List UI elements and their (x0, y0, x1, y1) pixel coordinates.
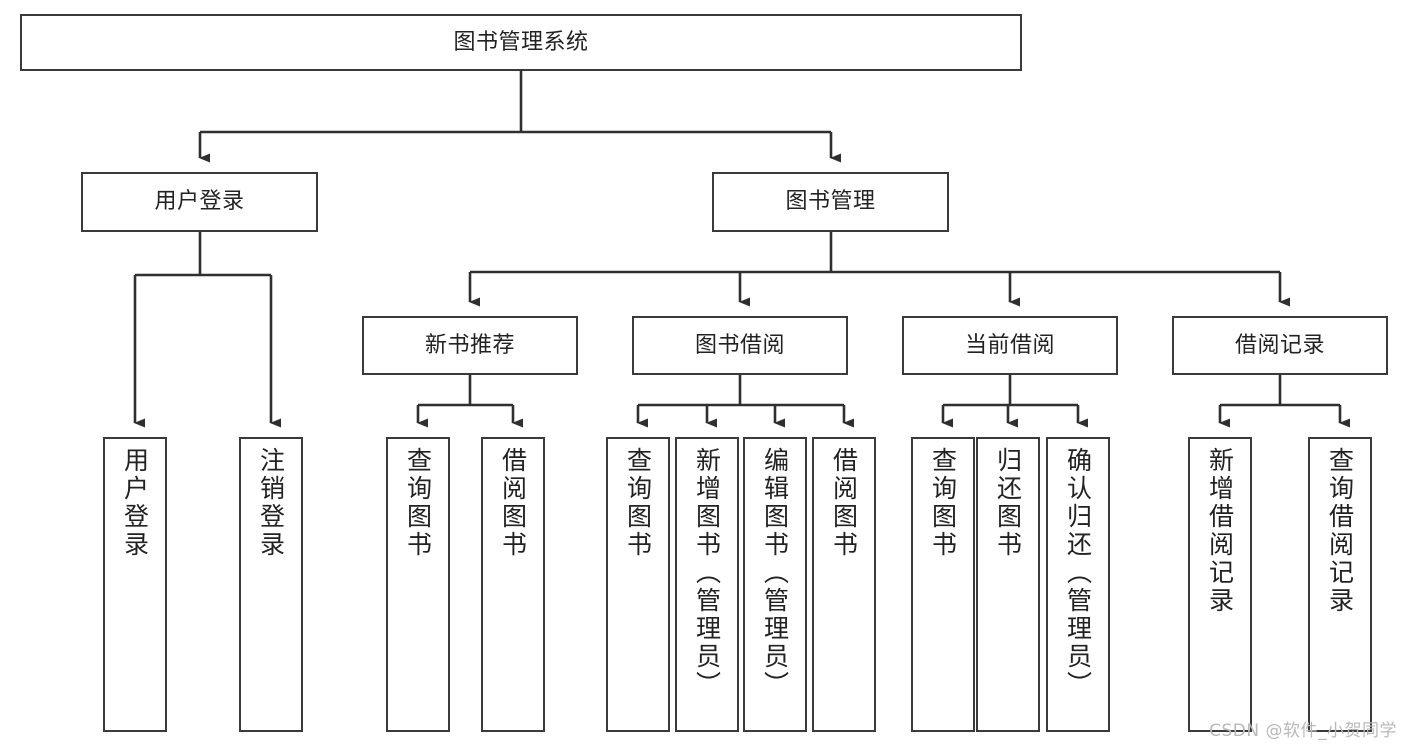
leaf-user-login-signin[interactable]: 用户登录 (103, 437, 167, 732)
leaf-borrow-record-query-label: 查询借阅记录 (1325, 447, 1355, 615)
node-borrow-record-label: 借阅记录 (1234, 332, 1325, 358)
leaf-user-login-signin-label: 用户登录 (120, 447, 150, 559)
node-book-borrow[interactable]: 图书借阅 (632, 316, 848, 375)
leaf-user-login-signout-label: 注销登录 (256, 447, 286, 559)
node-book-borrow-label: 图书借阅 (694, 332, 785, 358)
leaf-borrow-record-add[interactable]: 新增借阅记录 (1188, 437, 1252, 732)
leaf-current-borrow-return[interactable]: 归还图书 (976, 437, 1040, 732)
leaf-user-login-signout[interactable]: 注销登录 (239, 437, 303, 732)
leaf-book-borrow-add[interactable]: 新增图书（管理员） (675, 437, 739, 732)
leaf-current-borrow-query[interactable]: 查询图书 (911, 437, 975, 732)
leaf-current-borrow-confirm-label: 确认归还（管理员） (1063, 447, 1093, 699)
leaf-borrow-record-add-label: 新增借阅记录 (1205, 447, 1235, 615)
node-current-borrow[interactable]: 当前借阅 (902, 316, 1118, 375)
leaf-current-borrow-return-label: 归还图书 (993, 447, 1023, 559)
node-user-login-label: 用户登录 (154, 189, 245, 215)
leaf-new-book-query-label: 查询图书 (403, 447, 433, 559)
node-user-login[interactable]: 用户登录 (81, 172, 318, 232)
leaf-new-book-borrow[interactable]: 借阅图书 (481, 437, 545, 732)
node-book-manage[interactable]: 图书管理 (712, 172, 949, 232)
leaf-book-borrow-add-label: 新增图书（管理员） (692, 447, 722, 699)
node-new-book-recommend[interactable]: 新书推荐 (362, 316, 578, 375)
node-root-label: 图书管理系统 (453, 29, 589, 55)
leaf-new-book-borrow-label: 借阅图书 (498, 447, 528, 559)
node-borrow-record[interactable]: 借阅记录 (1172, 316, 1388, 375)
csdn-watermark: CSDN @软件_小贺同学 (1209, 721, 1397, 741)
leaf-book-borrow-query[interactable]: 查询图书 (606, 437, 670, 732)
leaf-current-borrow-query-label: 查询图书 (928, 447, 958, 559)
node-book-manage-label: 图书管理 (785, 189, 876, 215)
node-current-borrow-label: 当前借阅 (964, 332, 1055, 358)
leaf-book-borrow-lend[interactable]: 借阅图书 (812, 437, 876, 732)
leaf-book-borrow-edit[interactable]: 编辑图书（管理员） (743, 437, 807, 732)
leaf-book-borrow-edit-label: 编辑图书（管理员） (760, 447, 790, 699)
leaf-new-book-query[interactable]: 查询图书 (386, 437, 450, 732)
leaf-current-borrow-confirm[interactable]: 确认归还（管理员） (1046, 437, 1110, 732)
node-new-book-recommend-label: 新书推荐 (424, 332, 515, 358)
node-root[interactable]: 图书管理系统 (20, 14, 1022, 71)
leaf-book-borrow-lend-label: 借阅图书 (829, 447, 859, 559)
leaf-book-borrow-query-label: 查询图书 (623, 447, 653, 559)
leaf-borrow-record-query[interactable]: 查询借阅记录 (1308, 437, 1372, 732)
